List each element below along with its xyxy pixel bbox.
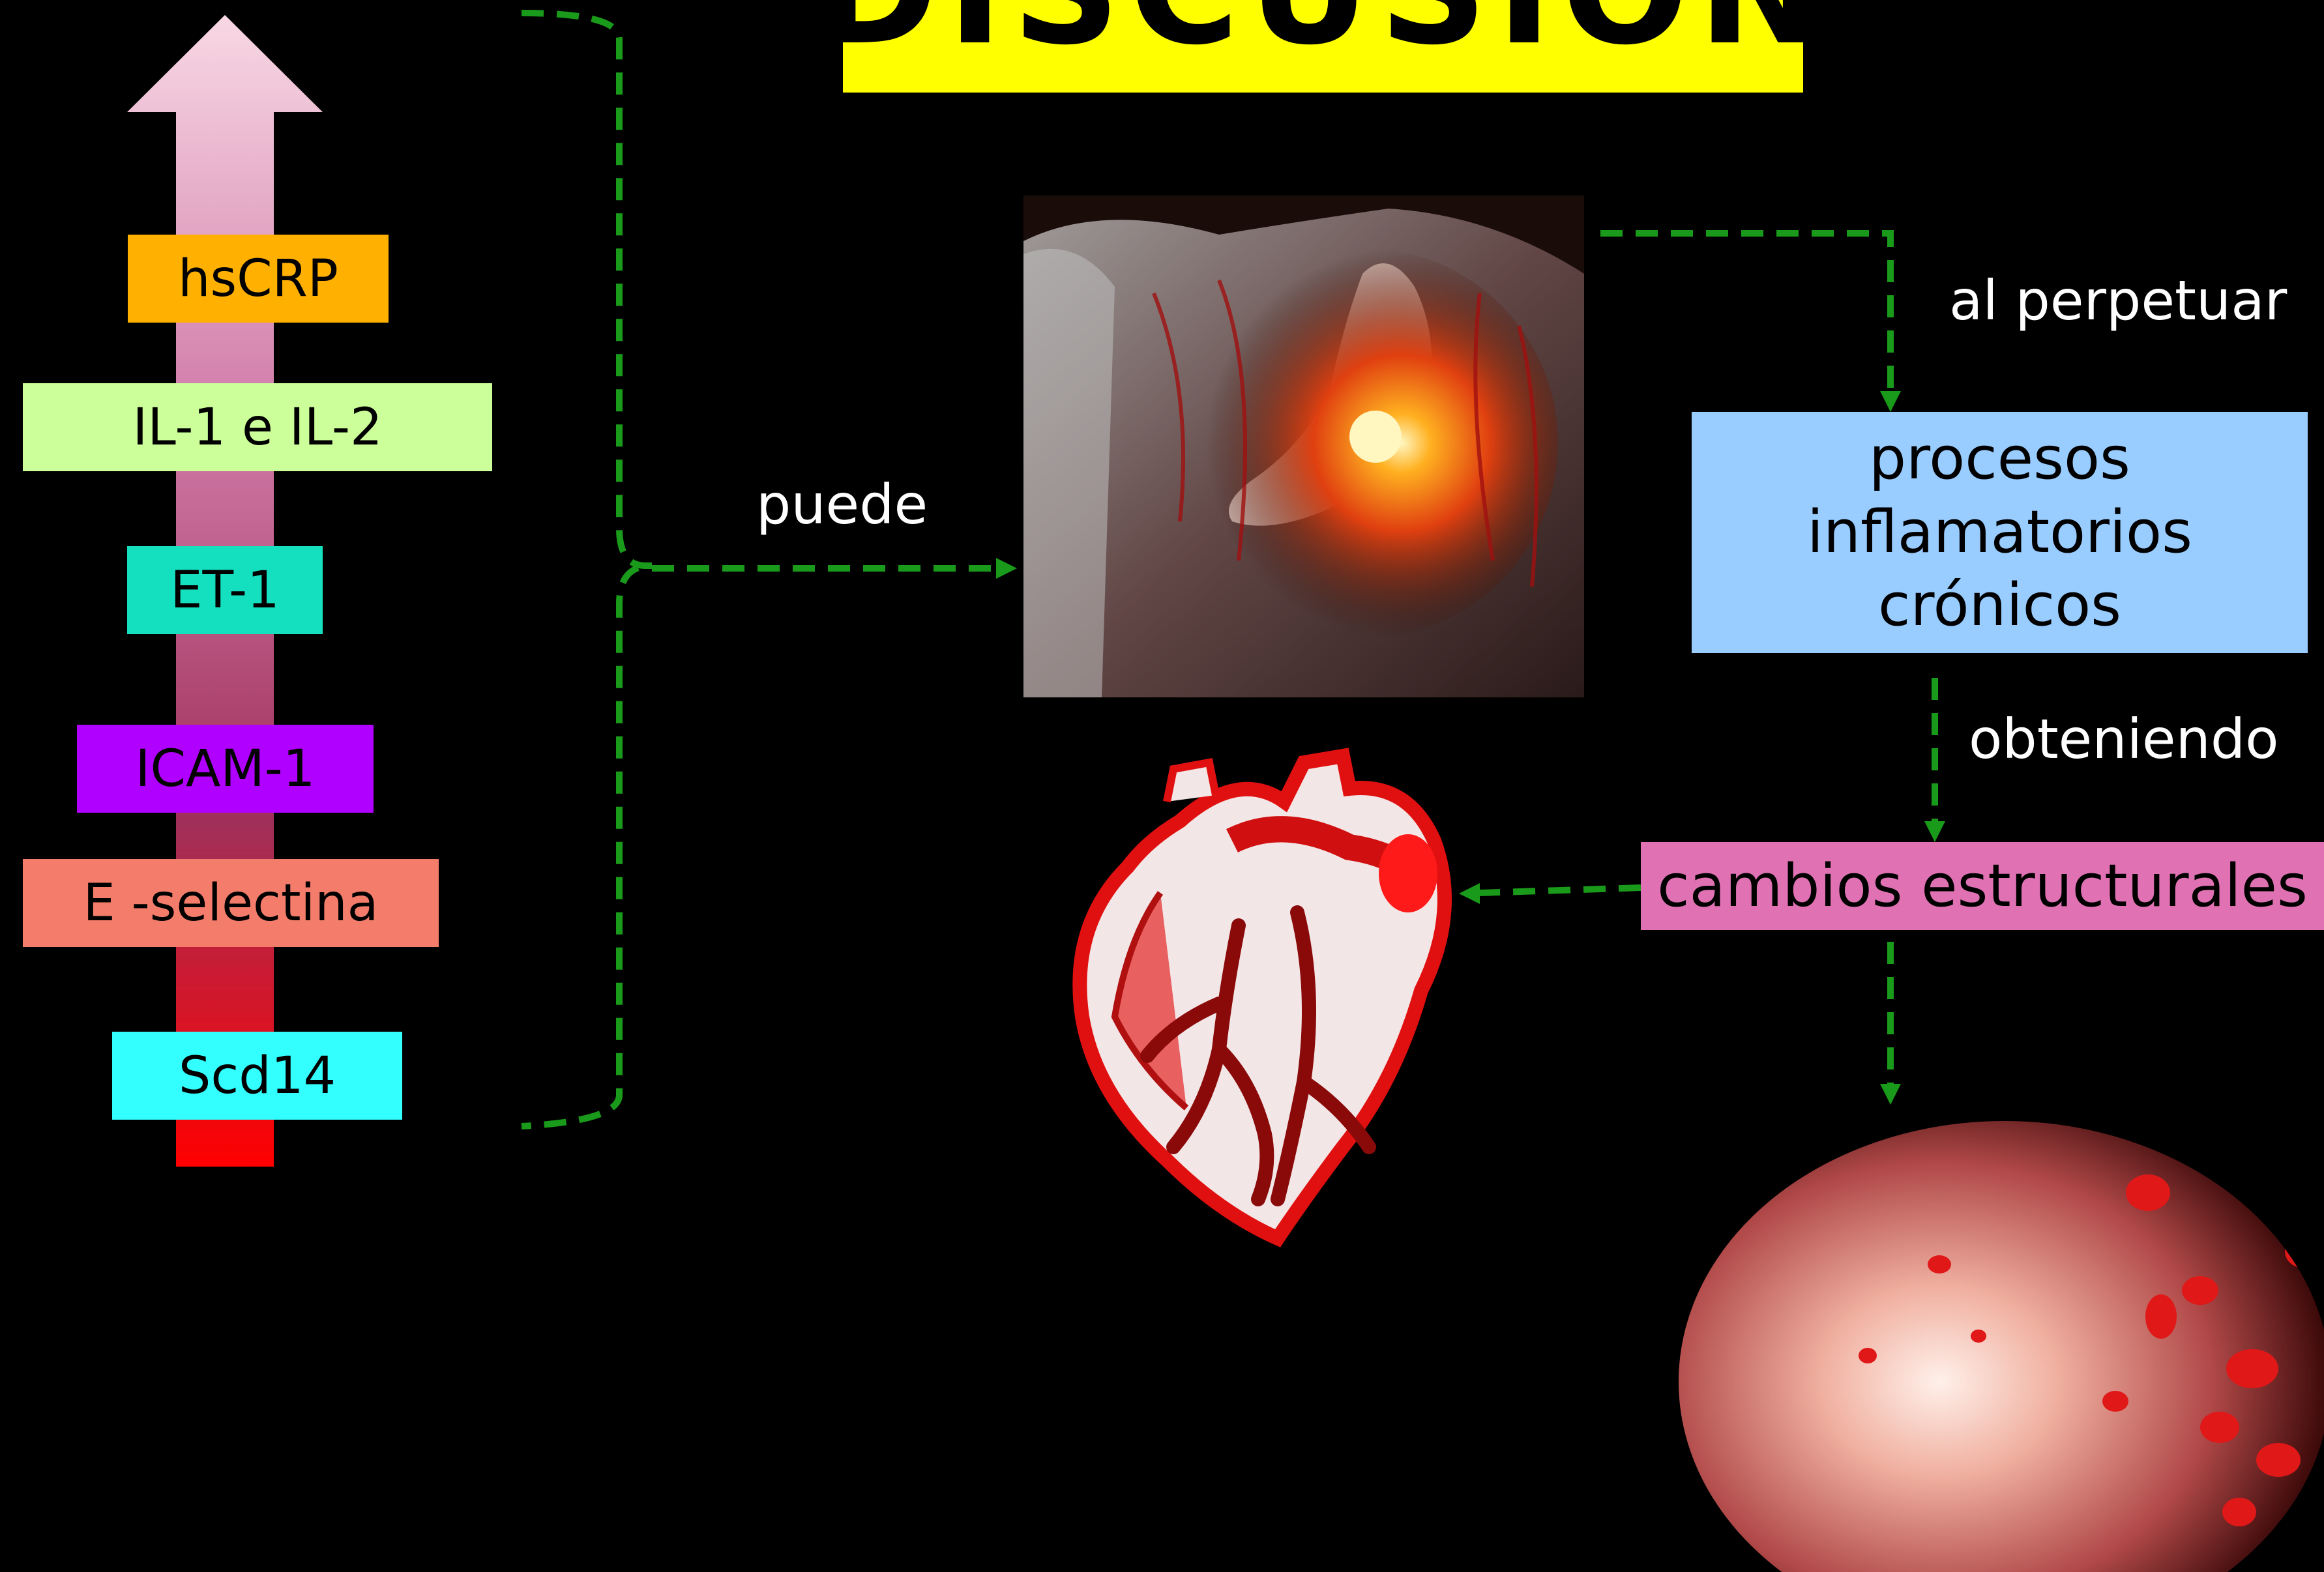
label-puede: puede (756, 473, 928, 536)
bracket-line (522, 13, 652, 1126)
heart-attack-illustration (1023, 196, 1584, 697)
label-al-perpetuar: al perpetuar (1949, 269, 2287, 332)
heart-arrow-line (1480, 888, 1641, 893)
heart-illustration (1069, 743, 1460, 1251)
heart-arrowhead (1459, 883, 1480, 904)
puede-arrowhead (996, 558, 1017, 579)
label-obteniendo: obteniendo (1969, 707, 2279, 771)
blood-vessel-illustration (1666, 1121, 2324, 1572)
perpetuar-arrow-line (1600, 233, 1890, 394)
structural-changes-box: cambios estructurales (1641, 842, 2324, 930)
perpetuar-arrowhead (1880, 391, 1901, 412)
inflammatory-line-2: inflamatorios (1807, 496, 2192, 570)
inflammatory-line-3: crónicos (1878, 569, 2121, 643)
inflammatory-line-1: procesos (1869, 422, 2130, 496)
vessel-arrowhead (1880, 1084, 1901, 1105)
obteniendo-arrowhead (1924, 821, 1945, 842)
inflammatory-processes-box: procesos inflamatorios crónicos (1692, 412, 2308, 653)
